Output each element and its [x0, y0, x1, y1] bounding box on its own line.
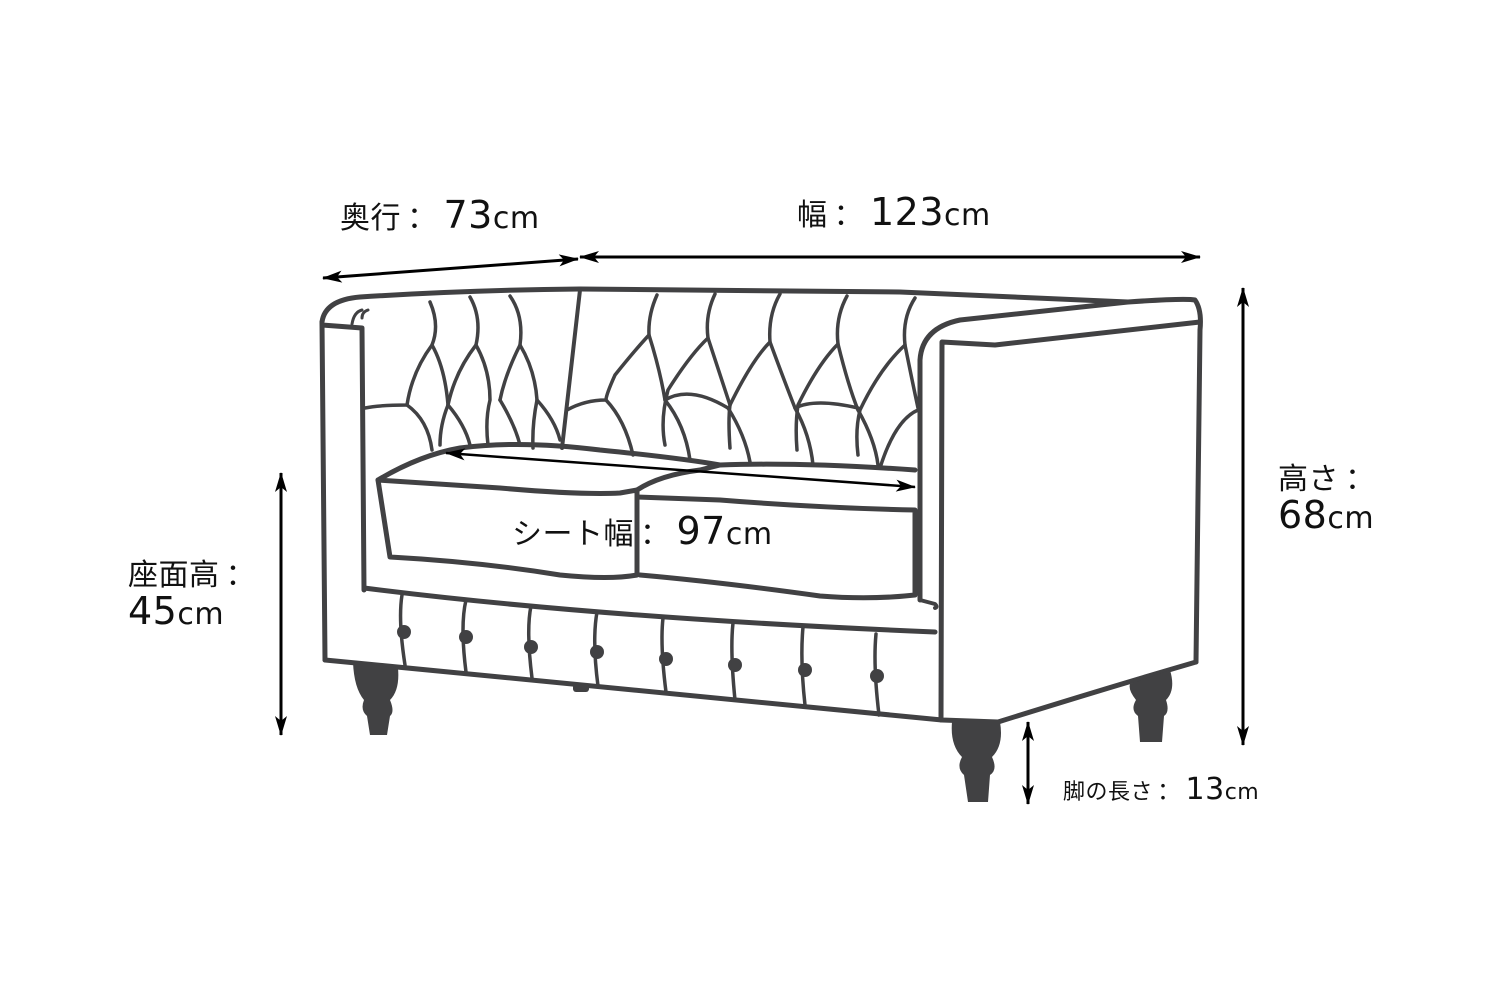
- seat-height-label: 座面高： 45cm: [128, 558, 256, 633]
- leg-back-right: [1129, 670, 1173, 742]
- sofa-back-top-rail: [319, 286, 1131, 325]
- tufting-center: [565, 292, 920, 470]
- depth-label-name: 奥行: [340, 201, 401, 236]
- sofa-front-bottom-rail: [322, 657, 1199, 725]
- depth-arrow: [322, 254, 579, 283]
- height-label-name: 高さ: [1278, 462, 1339, 497]
- depth-label: 奥行：73cm: [340, 193, 540, 237]
- seat-cushion-left: [375, 477, 640, 580]
- seat-height-value: 45: [128, 588, 178, 633]
- height-label: 高さ： 68cm: [1278, 462, 1376, 537]
- width-label: 幅：123cm: [797, 190, 991, 234]
- depth-value: 73: [443, 193, 493, 237]
- leg-length-label-name: 脚の長さ: [1063, 780, 1154, 805]
- sofa-illustration: [319, 286, 1203, 725]
- seat-width-value: 97: [676, 509, 726, 553]
- height-value: 68: [1278, 492, 1328, 537]
- seat-width-arrow: [445, 448, 916, 492]
- width-label-name: 幅: [797, 198, 828, 233]
- seat-width-label-name: シート幅: [512, 517, 634, 552]
- dimension-arrows: [275, 251, 1249, 805]
- seat-height-label-name: 座面高: [128, 558, 220, 593]
- sofa-right-arm: [917, 296, 1203, 665]
- sofa-legs: [353, 662, 1173, 802]
- leg-length-label: 脚の長さ：13cm: [1063, 772, 1260, 807]
- leg-front-right: [951, 722, 1001, 802]
- width-value: 123: [870, 190, 945, 234]
- tufting-left: [363, 294, 562, 452]
- seat-width-label: シート幅：97cm: [512, 509, 773, 553]
- leg-length-value: 13: [1185, 772, 1225, 807]
- sofa-front-skirt-top: [361, 585, 938, 635]
- sofa-left-arm: [319, 319, 367, 663]
- leg-front-left: [353, 662, 399, 735]
- tufting-buttons: [397, 625, 884, 692]
